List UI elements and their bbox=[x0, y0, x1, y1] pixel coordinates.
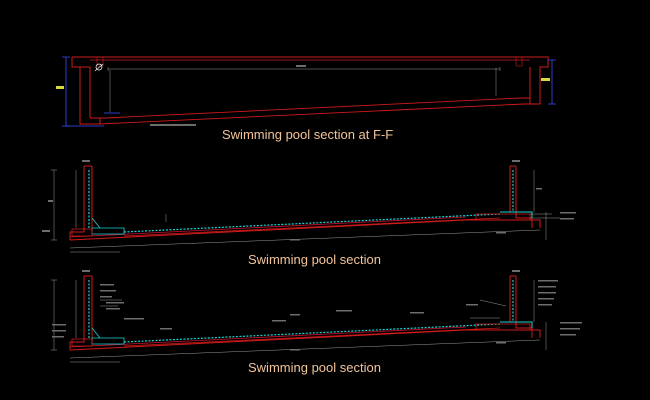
section-ff-blue-dimensions bbox=[62, 56, 556, 127]
section-ff-dimensions bbox=[107, 67, 501, 112]
section-ff-annotations bbox=[56, 63, 550, 126]
section-2-title: Swimming pool section bbox=[248, 252, 381, 267]
section-3-right-wall bbox=[500, 275, 533, 338]
section-2-drawing: Swimming pool section bbox=[42, 160, 576, 267]
section-2-annotations bbox=[42, 160, 576, 241]
section-2-right-wall bbox=[500, 165, 533, 228]
section-ff-title: Swimming pool section at F-F bbox=[222, 127, 393, 142]
section-2-floor-slab bbox=[69, 213, 541, 241]
section-2-left-wall bbox=[69, 165, 101, 240]
section-ff-drawing: Swimming pool section at F-F bbox=[56, 56, 556, 142]
section-2-dimensions bbox=[51, 169, 560, 253]
section-3-title: Swimming pool section bbox=[248, 360, 381, 375]
section-3-floor-slab bbox=[69, 323, 541, 351]
section-3-dimensions bbox=[51, 279, 547, 363]
section-3-drawing: Swimming pool section bbox=[51, 270, 582, 375]
section-3-annotations bbox=[52, 270, 582, 351]
section-ff-outline bbox=[71, 56, 549, 125]
section-3-left-wall bbox=[69, 275, 101, 350]
